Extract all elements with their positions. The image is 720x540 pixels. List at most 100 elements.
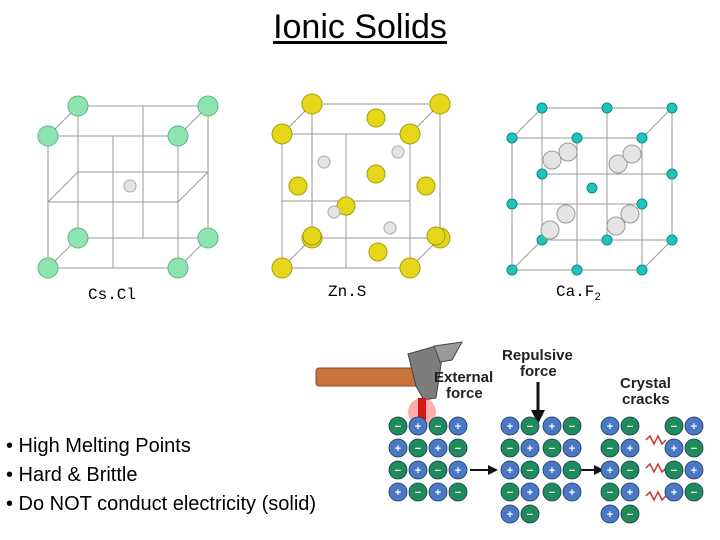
plus-sign: + [549,465,555,477]
crack-icon [645,462,667,474]
external-force-line1: External [434,369,493,386]
anion-sphere [388,416,408,436]
repulsive-force-line1: Repulsive [502,347,573,364]
plus-sign: + [691,421,697,433]
plus-sign: + [435,487,441,499]
minus-sign: − [569,421,575,433]
cation-sphere [684,416,704,436]
cation-sphere [684,460,704,480]
zns-lattice-diagram [271,93,451,279]
plus-sign: + [671,487,677,499]
plus-sign: + [607,465,613,477]
page-title: Ionic Solids [273,8,447,46]
cation-sphere [408,460,428,480]
minus-sign: − [527,465,533,477]
plus-sign: + [507,509,513,521]
minus-sign: − [527,509,533,521]
cation-sphere [620,482,640,502]
cation-sphere [388,482,408,502]
plus-sign: + [507,421,513,433]
plus-sign: + [627,487,633,499]
plus-sign: + [395,443,401,455]
cation-sphere [428,482,448,502]
crystal-cracks-line1: Crystal [620,375,671,392]
cation-sphere [500,504,520,524]
anion-sphere [520,416,540,436]
minus-sign: − [507,487,513,499]
minus-sign: − [435,421,441,433]
right-arrow-icon [594,465,604,475]
anion-sphere [542,438,562,458]
anion-sphere [520,504,540,524]
plus-sign: + [455,421,461,433]
crystal-cracks-line2: cracks [622,391,670,408]
minus-sign: − [527,421,533,433]
plus-sign: + [549,421,555,433]
down-arrow-icon [531,410,545,424]
caf2-label-subscript: 2 [594,292,602,305]
anion-sphere [664,460,684,480]
anion-sphere [408,482,428,502]
crack-icon [645,434,667,446]
anion-sphere [664,416,684,436]
minus-sign: − [435,465,441,477]
plus-sign: + [507,465,513,477]
plus-sign: + [607,421,613,433]
repulsive-force-line2: force [520,363,557,380]
minus-sign: − [455,487,461,499]
cation-sphere [520,438,540,458]
plus-sign: + [435,443,441,455]
anion-sphere [562,416,582,436]
plus-sign: + [569,487,575,499]
plus-sign: + [415,465,421,477]
anion-sphere [562,460,582,480]
minus-sign: − [395,421,401,433]
minus-sign: − [607,443,613,455]
minus-sign: − [549,487,555,499]
anion-sphere [542,482,562,502]
cation-sphere [388,438,408,458]
plus-sign: + [415,421,421,433]
minus-sign: − [507,443,513,455]
right-arrow-icon [488,465,498,475]
plus-sign: + [455,465,461,477]
anion-sphere [600,438,620,458]
anion-sphere [620,460,640,480]
anion-sphere [500,438,520,458]
cscl-label: Cs.Cl [88,286,137,304]
cation-sphere [500,416,520,436]
minus-sign: − [671,421,677,433]
minus-sign: − [415,487,421,499]
minus-sign: − [607,487,613,499]
plus-sign: + [569,443,575,455]
anion-sphere [620,504,640,524]
cation-sphere [520,482,540,502]
cation-sphere [562,438,582,458]
plus-sign: + [671,443,677,455]
minus-sign: − [415,443,421,455]
cscl-lattice-diagram [37,95,219,279]
minus-sign: − [455,443,461,455]
caf2-lattice-diagram [506,102,678,276]
anion-sphere [388,460,408,480]
hammer-handle [315,367,419,387]
bullet-hard-brittle: • Hard & Brittle [6,464,138,486]
anion-sphere [500,482,520,502]
anion-sphere [684,438,704,458]
zns-label: Zn.S [328,283,367,301]
plus-sign: + [527,487,533,499]
anion-sphere [520,460,540,480]
minus-sign: − [569,465,575,477]
cation-sphere [600,504,620,524]
anion-sphere [428,460,448,480]
cation-sphere [600,460,620,480]
cation-sphere [600,416,620,436]
minus-sign: − [395,465,401,477]
cation-sphere [542,460,562,480]
bullet-high-melting-points: • High Melting Points [6,435,191,457]
plus-sign: + [527,443,533,455]
cation-sphere [562,482,582,502]
properties-list: • High Melting Points • Hard & Brittle •… [6,432,316,519]
minus-sign: − [691,487,697,499]
cation-sphere [428,438,448,458]
